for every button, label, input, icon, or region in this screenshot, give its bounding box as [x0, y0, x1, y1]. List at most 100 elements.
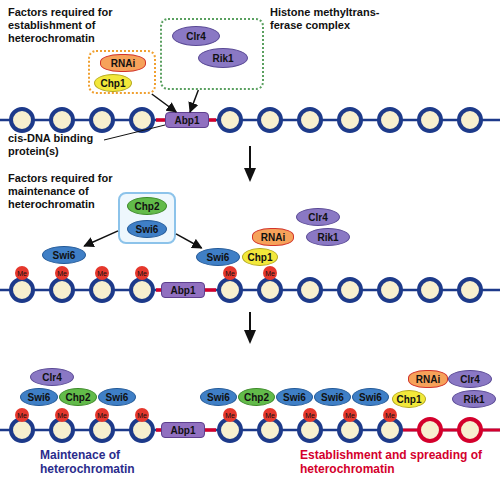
methyl-mark: Me [263, 408, 277, 422]
methyl-mark: Me [15, 408, 29, 422]
swi6-protein: Swi6 [42, 246, 86, 264]
step-arrow [244, 146, 256, 182]
nucleosome [131, 279, 153, 301]
nucleosome [379, 279, 401, 301]
chp1-protein: Chp1 [392, 390, 426, 408]
protein-name: Rik1 [463, 394, 484, 405]
methyl-text: Me [265, 412, 275, 419]
methyl-text: Me [17, 412, 27, 419]
nucleosome [299, 279, 321, 301]
protein-name: Rik1 [317, 232, 338, 243]
swi6-protein: Swi6 [98, 388, 136, 406]
protein-name: Swi6 [28, 392, 51, 403]
methyl-mark: Me [55, 408, 69, 422]
protein-name: Swi6 [283, 392, 306, 403]
nucleosome [339, 279, 361, 301]
group-heading: Histone methyltrans- ferase complex [270, 6, 405, 32]
dna-binding-protein: Abp1 [161, 422, 205, 438]
nucleosome [51, 109, 73, 131]
methyl-mark: Me [343, 408, 357, 422]
nucleosome [459, 419, 481, 441]
protein-name: RNAi [111, 58, 135, 69]
methyltransferase-protein: Clr4 [30, 368, 74, 386]
nucleosome [131, 109, 153, 131]
maintenance-group-box: Factors required for maintenance of hete… [118, 192, 176, 244]
methyl-text: Me [57, 270, 67, 277]
swi6-protein: Swi6 [276, 388, 313, 406]
methyl-text: Me [345, 412, 355, 419]
protein-name: Rik1 [212, 53, 233, 64]
methyltransferase-protein: Rik1 [452, 390, 496, 408]
protein-name: Abp1 [171, 285, 196, 296]
region-label: Maintenace of heterochromatin [40, 448, 190, 476]
swi6-protein: Swi6 [127, 220, 167, 238]
nucleosome [419, 109, 441, 131]
complex-group-box: Histone methyltrans- ferase complexClr4R… [160, 18, 264, 90]
protein-name: Chp1 [101, 78, 126, 89]
step-arrow-head [244, 168, 256, 182]
nucleosome [339, 419, 361, 441]
protein-name: Chp1 [248, 252, 273, 263]
protein-name: Clr4 [308, 212, 327, 223]
annotation-label: cis-DNA binding protein(s) [8, 132, 123, 158]
methyl-mark: Me [95, 266, 109, 280]
methyltransferase-protein: Rik1 [306, 228, 350, 246]
chp2-protein: Chp2 [238, 388, 275, 406]
region-label: Establishment and spreading of heterochr… [300, 448, 495, 476]
methyltransferase-protein: Clr4 [172, 26, 220, 46]
nucleosome [379, 109, 401, 131]
methyl-text: Me [225, 412, 235, 419]
methyl-mark: Me [223, 408, 237, 422]
methyl-text: Me [305, 412, 315, 419]
protein-name: Chp2 [66, 392, 91, 403]
methyl-text: Me [265, 270, 275, 277]
swi6-protein: Swi6 [20, 388, 58, 406]
nucleosome [91, 109, 113, 131]
methyl-text: Me [17, 270, 27, 277]
swi6-protein: Swi6 [314, 388, 351, 406]
protein-name: Swi6 [359, 392, 382, 403]
factor-group-box: Factors required for establishment of he… [88, 50, 156, 94]
step-arrow-head [244, 330, 256, 344]
nucleosome [459, 279, 481, 301]
nucleosome [419, 279, 441, 301]
nucleosome [419, 419, 441, 441]
nucleosome [51, 419, 73, 441]
nucleosome [11, 419, 33, 441]
nucleosome [219, 419, 241, 441]
chp1-protein: Chp1 [94, 74, 132, 92]
nucleosome [91, 419, 113, 441]
nucleosome [11, 279, 33, 301]
nucleosome [219, 109, 241, 131]
dna-panel-3 [0, 419, 500, 441]
nucleosome [11, 109, 33, 131]
recruitment-arrow [84, 231, 118, 246]
leader-line [104, 125, 165, 140]
nucleosome [379, 419, 401, 441]
dna-binding-protein: Abp1 [165, 112, 209, 128]
nucleosome [131, 419, 153, 441]
protein-name: Chp2 [244, 392, 269, 403]
methyl-mark: Me [383, 408, 397, 422]
nucleosome [339, 109, 361, 131]
dna-panel-1 [0, 109, 500, 131]
protein-name: Chp1 [397, 394, 422, 405]
protein-name: Clr4 [460, 374, 479, 385]
protein-name: Abp1 [171, 425, 196, 436]
protein-name: Swi6 [321, 392, 344, 403]
rnai-protein: RNAi [252, 228, 294, 246]
protein-name: Chp2 [135, 201, 160, 212]
protein-name: Swi6 [136, 224, 159, 235]
nucleosome [219, 279, 241, 301]
nucleosome [259, 279, 281, 301]
methyl-mark: Me [15, 266, 29, 280]
nucleosome [459, 109, 481, 131]
methyl-text: Me [225, 270, 235, 277]
rnai-protein: RNAi [408, 370, 448, 388]
recruitment-arrow [152, 94, 176, 112]
swi6-protein: Swi6 [200, 388, 237, 406]
nucleosome [259, 109, 281, 131]
swi6-protein: Swi6 [196, 248, 240, 266]
methyl-mark: Me [223, 266, 237, 280]
